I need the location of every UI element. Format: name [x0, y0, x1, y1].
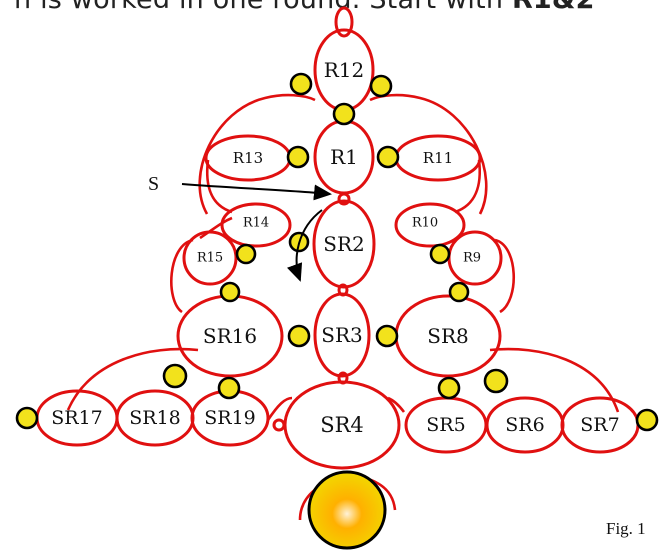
header-text-bold: R1&2 — [512, 0, 595, 15]
bead — [286, 145, 310, 169]
start-arrow — [181, 183, 332, 201]
header-text-main: n is worked in one round. Start with — [14, 0, 512, 15]
label-sr19: SR19 — [204, 407, 256, 429]
picot-r1-sr2 — [337, 192, 351, 206]
ring-r15 — [182, 230, 238, 286]
label-sr2: SR2 — [323, 232, 364, 256]
bead — [289, 72, 313, 96]
label-sr8: SR8 — [427, 324, 468, 348]
rings — [35, 6, 640, 521]
figure-caption: Fig. 1 — [606, 519, 646, 538]
chain-bottom-left — [266, 396, 293, 421]
label-sr5: SR5 — [426, 414, 465, 436]
label-r13: R13 — [233, 149, 263, 167]
bead — [429, 243, 451, 265]
chain-left-loop — [170, 238, 194, 314]
chain-r14-r15 — [199, 216, 233, 240]
chain-top-left-outer — [198, 93, 316, 215]
label-sr17: SR17 — [51, 407, 103, 429]
arrows — [181, 183, 332, 282]
chains — [66, 93, 620, 421]
picot-sr2-sr3 — [337, 283, 349, 297]
chain-right-lower — [489, 347, 620, 413]
labels: R12 R1 R13 R11 SR2 R14 R10 R15 R9 SR16 S… — [51, 58, 645, 538]
bead — [635, 408, 659, 432]
label-r14: R14 — [243, 216, 269, 231]
label-sr7: SR7 — [580, 414, 619, 436]
start-label: S — [148, 173, 159, 195]
chain-right-loop — [494, 238, 516, 314]
bead — [235, 243, 257, 265]
ring-r14 — [220, 202, 292, 248]
bead — [332, 102, 356, 126]
bead — [448, 281, 470, 303]
header-text: n is worked in one round. Start with R1&… — [14, 0, 595, 15]
label-sr16: SR16 — [203, 324, 257, 348]
label-sr18: SR18 — [129, 407, 181, 429]
chain-bottom-right — [387, 396, 406, 413]
bead — [369, 74, 393, 98]
label-r10: R10 — [412, 216, 438, 231]
bead — [162, 363, 188, 389]
bead — [15, 406, 39, 430]
ring-top-loop — [334, 6, 354, 38]
bead — [376, 145, 400, 169]
ring-r10 — [394, 202, 466, 248]
label-r12: R12 — [324, 58, 365, 82]
label-r15: R15 — [197, 251, 223, 266]
label-r11: R11 — [423, 149, 453, 167]
chain-r11-right — [454, 159, 481, 214]
bead — [437, 376, 461, 400]
label-r9: R9 — [463, 251, 481, 266]
center-bead — [307, 470, 387, 550]
bead — [287, 324, 311, 348]
bead — [219, 281, 241, 303]
label-sr6: SR6 — [505, 414, 544, 436]
label-r1: R1 — [330, 145, 358, 169]
chain-r13-left — [205, 159, 233, 214]
picot-sr3-sr4 — [337, 371, 349, 385]
bead — [483, 368, 509, 394]
beads — [15, 72, 659, 550]
bead — [217, 376, 241, 400]
picot-sr19-sr4 — [272, 418, 286, 432]
label-sr4: SR4 — [320, 413, 364, 437]
label-sr3: SR3 — [321, 323, 362, 347]
bead — [375, 324, 399, 348]
ring-sr2 — [312, 199, 376, 289]
direction-arrow — [287, 209, 323, 282]
